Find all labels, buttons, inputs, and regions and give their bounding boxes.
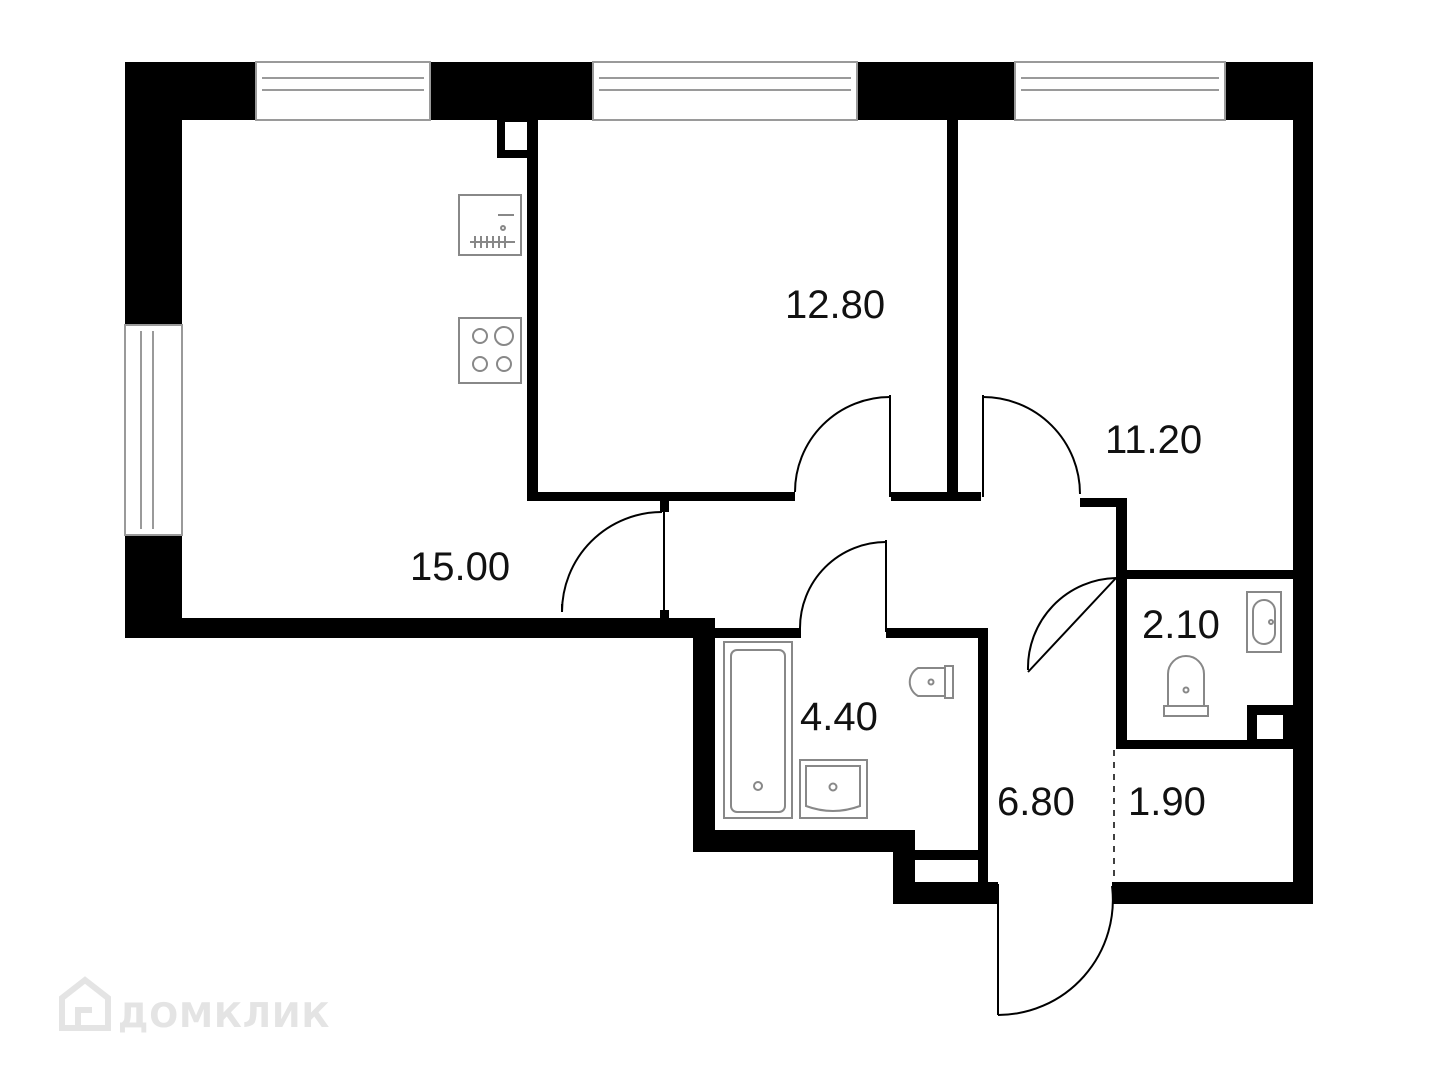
doors <box>561 395 1117 1016</box>
watermark-house-icon <box>59 976 111 1031</box>
door-bathroom <box>799 540 887 632</box>
area-label-living: 15.00 <box>410 545 510 589</box>
area-label-hallway: 6.80 <box>997 780 1075 824</box>
wall-living-bottom <box>125 618 715 638</box>
door-living <box>561 510 665 613</box>
area-label-toilet: 2.10 <box>1142 603 1220 647</box>
kitchen-sink-icon <box>458 194 522 256</box>
jamb-living-bottom <box>660 610 669 620</box>
watermark: ДОМКЛИК <box>59 976 330 1036</box>
area-label-bathroom: 4.40 <box>800 695 878 739</box>
wall-right <box>1293 62 1313 904</box>
area-labels: 15.00 12.80 11.20 4.40 2.10 6.80 1.90 <box>410 283 1220 824</box>
door-bedroom-2 <box>982 395 1081 497</box>
area-label-bedroom-2: 11.20 <box>1105 418 1202 462</box>
exterior-walls <box>125 62 1313 904</box>
fixtures <box>458 194 1282 819</box>
windows <box>124 61 1226 536</box>
wall-bath-right <box>978 628 988 886</box>
wall-bath-top <box>693 628 801 638</box>
area-label-storage: 1.90 <box>1128 780 1206 824</box>
shaft-bath <box>913 850 978 860</box>
window-bedroom-1 <box>592 61 858 121</box>
window-living <box>255 61 431 121</box>
wall-toilet-left <box>1116 498 1127 748</box>
toilet-wc-icon <box>1163 655 1209 717</box>
wall-bedroom1-bottom <box>527 492 795 501</box>
door-toilet <box>1026 577 1117 673</box>
window-living-side <box>124 324 183 536</box>
door-bedroom-1 <box>794 395 891 497</box>
wall-bath-top-right <box>886 628 988 638</box>
window-bedroom-2 <box>1014 61 1226 121</box>
wall-shaft-bottom <box>893 882 998 904</box>
wall-bath-left <box>693 618 715 852</box>
wc-sink-icon <box>1246 591 1282 653</box>
wall-toilet-top <box>1116 570 1293 579</box>
cooktop-icon <box>458 317 522 384</box>
wall-storage-bottom <box>1112 882 1313 904</box>
toilet-bathroom-icon <box>908 665 954 699</box>
area-label-bedroom-1: 12.80 <box>785 283 885 327</box>
interior-walls <box>497 118 1293 886</box>
bath-sink-icon <box>799 759 868 819</box>
wall-bedroom1-left <box>527 118 538 500</box>
wall-hall-top-right <box>1080 498 1125 507</box>
wall-bath-bottom <box>693 830 915 852</box>
wall-bedroom1-bottom-right <box>891 492 981 501</box>
wall-bedrooms-divider <box>947 118 958 500</box>
jamb-living-top <box>660 500 669 512</box>
wall-toilet-bottom <box>1116 740 1293 749</box>
bathtub-icon <box>723 641 793 819</box>
watermark-text: ДОМКЛИК <box>118 996 330 1036</box>
door-entrance <box>997 884 1114 1016</box>
